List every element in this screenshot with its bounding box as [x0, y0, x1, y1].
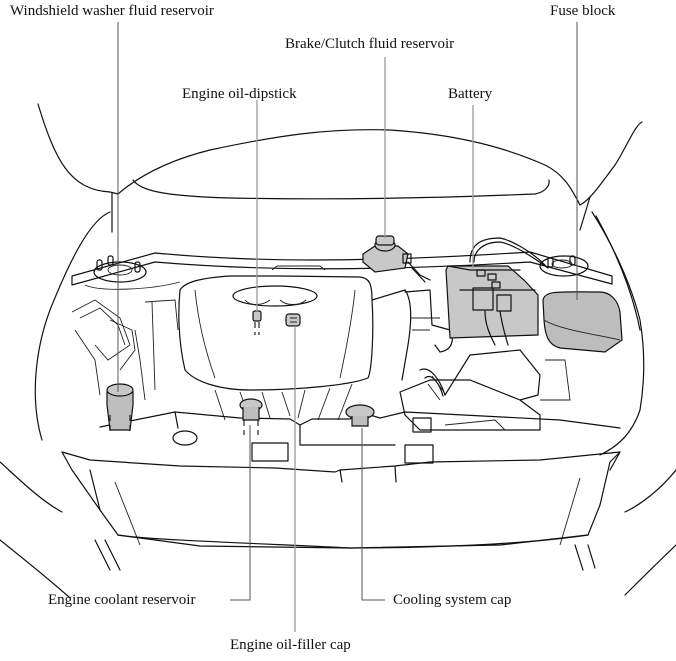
cowl-bar: [71, 251, 613, 286]
label-oil-filler-cap: Engine oil-filler cap: [230, 637, 351, 653]
leader-cooling-cap: [361, 428, 385, 601]
leader-lines: [117, 22, 578, 632]
strut-tower-left: [84, 255, 181, 290]
engine-cover: [178, 265, 374, 421]
label-cooling-system-cap: Cooling system cap: [393, 592, 512, 608]
cooling-cap-part: [345, 404, 375, 427]
label-fuse-block: Fuse block: [550, 3, 616, 19]
label-oil-dipstick: Engine oil-dipstick: [182, 86, 297, 102]
air-intake: [371, 289, 571, 433]
left-hoses: [71, 299, 179, 401]
label-windshield-washer: Windshield washer fluid reservoir: [10, 3, 214, 19]
oil-filler-cap-part: [285, 313, 301, 327]
hood: [37, 103, 643, 233]
fuse-block-part: [542, 291, 623, 353]
leader-coolant-reservoir: [230, 425, 251, 601]
label-brake-clutch-reservoir: Brake/Clutch fluid reservoir: [285, 36, 455, 52]
oil-dipstick-part: [252, 310, 262, 335]
label-battery: Battery: [448, 86, 493, 102]
brake-reservoir-part: [362, 235, 431, 283]
front-bumper: [61, 451, 621, 549]
coolant-reservoir-part: [239, 398, 263, 435]
label-coolant-reservoir: Engine coolant reservoir: [48, 592, 196, 608]
strut-tower-right: [539, 255, 589, 277]
windshield-washer-reservoir-part: [106, 383, 134, 432]
body-outline: [0, 211, 676, 599]
battery-part: [445, 237, 549, 346]
